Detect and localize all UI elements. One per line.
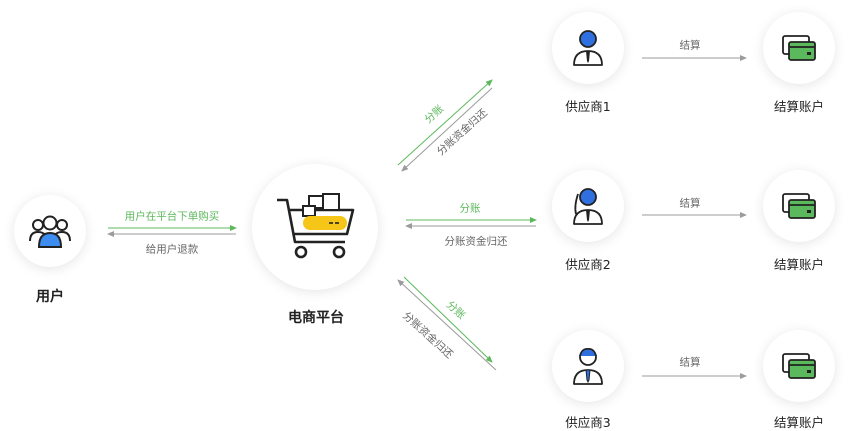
edge-label-settle-3: 结算 <box>679 356 701 369</box>
edge-label-settle-1: 结算 <box>679 39 701 52</box>
bank-card-icon <box>782 35 816 61</box>
supplier-2-node <box>552 170 624 242</box>
edge-label-user-to-platform: 用户在平台下单购买 <box>124 210 220 223</box>
platform-node <box>252 164 378 290</box>
account-2-label: 结算账户 <box>773 257 825 272</box>
edge-return-1 <box>401 87 493 172</box>
edge-label-settle-2: 结算 <box>679 197 701 210</box>
shopping-cart-icon <box>277 193 355 259</box>
account-3-node <box>763 330 835 402</box>
account-2-node <box>763 170 835 242</box>
supplier-person-icon <box>573 30 603 66</box>
user-node <box>14 195 86 267</box>
edge-split-3 <box>403 276 493 363</box>
bank-card-icon <box>782 193 816 219</box>
edge-split-1 <box>397 79 493 166</box>
supplier-1-node <box>552 12 624 84</box>
supplier-2-label: 供应商2 <box>565 257 611 272</box>
edge-label-return-2: 分账资金归还 <box>444 235 508 248</box>
supplier-person-icon <box>573 348 603 385</box>
platform-label: 电商平台 <box>288 310 344 326</box>
user-group-icon <box>29 215 71 248</box>
bank-card-icon <box>782 353 816 379</box>
user-label: 用户 <box>36 289 64 305</box>
edge-label-split-2: 分账 <box>459 202 481 215</box>
account-1-label: 结算账户 <box>773 99 825 114</box>
supplier-person-icon <box>573 188 603 225</box>
supplier-3-label: 供应商3 <box>565 415 611 430</box>
account-1-node <box>763 12 835 84</box>
supplier-1-label: 供应商1 <box>565 99 611 114</box>
account-3-label: 结算账户 <box>773 415 825 430</box>
edge-label-platform-to-user: 给用户退款 <box>145 243 199 256</box>
edge-return-3 <box>397 279 497 371</box>
supplier-3-node <box>552 330 624 402</box>
